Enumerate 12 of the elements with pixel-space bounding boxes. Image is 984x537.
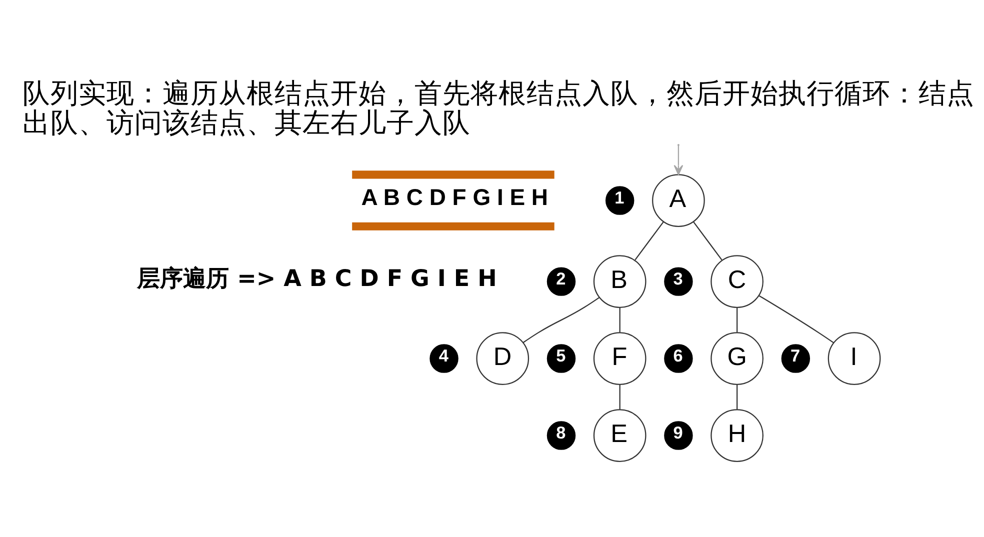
node-label: 4 xyxy=(438,345,448,366)
node-label: 1 xyxy=(614,187,624,208)
node-label: 5 xyxy=(556,345,566,366)
label: 层序遍历 => A B C D F G I E H xyxy=(137,266,497,292)
diagram-title: 队列实现：遍历从根结点开始，首先将根结点入队，然后开始执行循环：结点出队、访问该结点、其左右儿子入队 xyxy=(22,76,975,140)
node-label: 7 xyxy=(790,345,800,366)
node-label: 9 xyxy=(673,422,683,442)
label: A B C D F G I E H xyxy=(361,184,548,210)
node-label: 8 xyxy=(556,422,566,442)
node-label: 2 xyxy=(556,268,566,288)
node-label: 6 xyxy=(673,345,683,366)
node-label: 3 xyxy=(673,268,683,288)
